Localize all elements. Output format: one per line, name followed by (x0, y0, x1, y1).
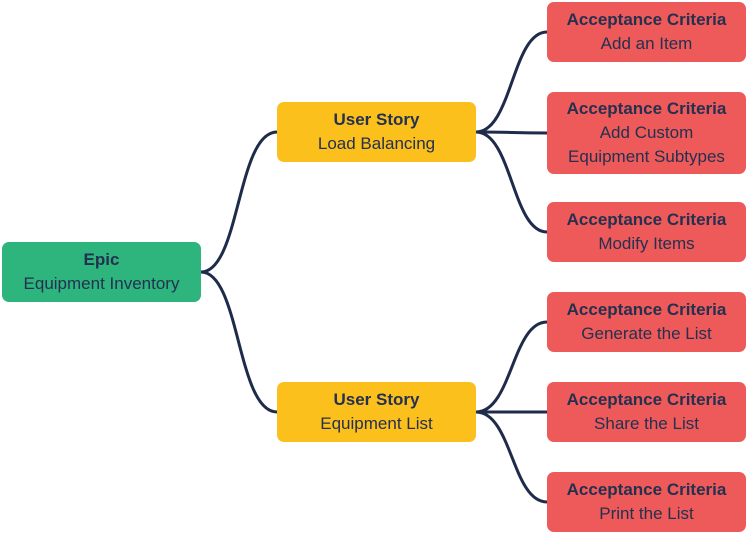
acceptance-criteria-text-line-1: Add Custom (599, 123, 694, 142)
acceptance-criteria-node-add-an-item[interactable]: Acceptance Criteria Add an Item (547, 2, 746, 62)
acceptance-criteria-node-print-the-list[interactable]: Acceptance Criteria Print the List (547, 472, 746, 532)
user-story-title: User Story (333, 110, 420, 129)
acceptance-criteria-node-generate-the-list[interactable]: Acceptance Criteria Generate the List (547, 292, 746, 352)
connector-story-1-to-ac-3 (474, 130, 549, 234)
acceptance-criteria-title: Acceptance Criteria (566, 10, 727, 29)
connector-story-1-to-ac-1 (474, 30, 549, 134)
acceptance-criteria-text: Generate the List (581, 324, 712, 343)
connector-story-2-to-ac-4 (474, 320, 549, 414)
acceptance-criteria-title: Acceptance Criteria (566, 99, 727, 118)
user-story-node-load-balancing[interactable]: User Story Load Balancing (277, 102, 476, 162)
acceptance-criteria-title: Acceptance Criteria (566, 210, 727, 229)
acceptance-criteria-title: Acceptance Criteria (566, 480, 727, 499)
epic-subtitle: Equipment Inventory (23, 274, 180, 293)
acceptance-criteria-title: Acceptance Criteria (566, 390, 727, 409)
user-story-subtitle: Equipment List (320, 414, 433, 433)
connector-story-2-to-ac-6 (474, 410, 549, 504)
acceptance-criteria-node-add-custom-subtypes[interactable]: Acceptance Criteria Add Custom Equipment… (547, 92, 746, 174)
acceptance-criteria-text: Share the List (594, 414, 699, 433)
acceptance-criteria-text: Print the List (599, 504, 694, 523)
acceptance-criteria-text: Add an Item (600, 34, 693, 53)
user-story-subtitle: Load Balancing (317, 134, 436, 153)
epic-title: Epic (83, 250, 120, 269)
acceptance-criteria-text-line-2: Equipment Subtypes (568, 147, 725, 166)
acceptance-criteria-text: Modify Items (598, 234, 695, 253)
acceptance-criteria-title: Acceptance Criteria (566, 300, 727, 319)
connector-epic-to-story-2 (199, 270, 279, 414)
acceptance-criteria-node-modify-items[interactable]: Acceptance Criteria Modify Items (547, 202, 746, 262)
connector-story-1-to-ac-2 (474, 130, 549, 135)
epic-node[interactable]: Epic Equipment Inventory (2, 242, 201, 302)
user-story-title: User Story (333, 390, 420, 409)
acceptance-criteria-node-share-the-list[interactable]: Acceptance Criteria Share the List (547, 382, 746, 442)
connector-epic-to-story-1 (199, 130, 279, 274)
user-story-node-equipment-list[interactable]: User Story Equipment List (277, 382, 476, 442)
